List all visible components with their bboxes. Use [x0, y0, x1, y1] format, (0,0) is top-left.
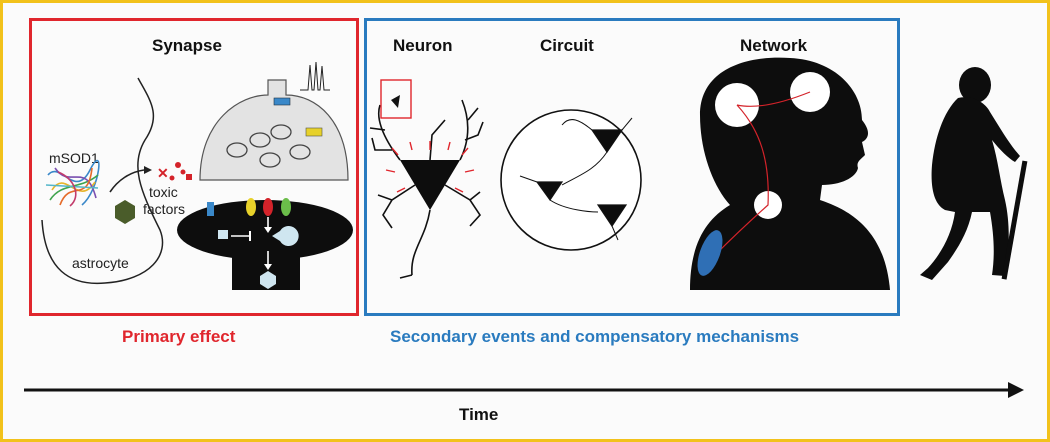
- circuit-neurons: [535, 129, 628, 228]
- time-axis-arrowhead: [1008, 382, 1024, 398]
- toxic-arrow: [109, 169, 145, 193]
- network-heading: Network: [740, 36, 808, 55]
- neuron-icon: [369, 99, 484, 279]
- circuit-heading: Circuit: [540, 36, 594, 55]
- astrocyte-outline: [41, 77, 164, 285]
- primary-effect-caption: Primary effect: [122, 327, 236, 346]
- astrocyte-label: astrocyte: [72, 255, 129, 271]
- svg-text:✕: ✕: [157, 165, 169, 181]
- receptor-yellow: [246, 198, 256, 216]
- neuron-red-rays: [385, 141, 475, 193]
- msod1-label: mSOD1: [49, 150, 99, 166]
- postsynaptic-blue-receptor: [207, 202, 214, 216]
- network-connection: [711, 91, 811, 259]
- synapse-heading: Synapse: [152, 36, 222, 55]
- elderly-person-with-cane-icon: [920, 67, 1028, 281]
- neuron-zoom-box: [380, 79, 412, 119]
- spike-trace: [300, 61, 330, 91]
- secondary-events-caption: Secondary events and compensatory mechan…: [390, 327, 800, 346]
- factors-label: factors: [143, 201, 186, 217]
- toxic-label: toxic: [149, 184, 178, 200]
- receptor-red: [263, 198, 273, 216]
- protein-structure-icon: [45, 160, 100, 207]
- presynaptic-terminal: [199, 79, 349, 181]
- yellow-channel: [305, 127, 323, 137]
- receptor-green: [281, 198, 291, 216]
- vesicles: [226, 124, 311, 168]
- primary-effect-panel: [29, 18, 359, 316]
- neuron-heading: Neuron: [393, 36, 453, 55]
- secondary-events-panel: [364, 18, 900, 316]
- toxic-factors-markers: ✕: [157, 162, 192, 181]
- green-hexagon: [115, 200, 135, 224]
- hexagon-light: [260, 271, 276, 289]
- blue-channel: [273, 97, 291, 106]
- muscle-region: [697, 230, 723, 276]
- time-label: Time: [459, 405, 499, 424]
- pacman-shape: [272, 226, 299, 246]
